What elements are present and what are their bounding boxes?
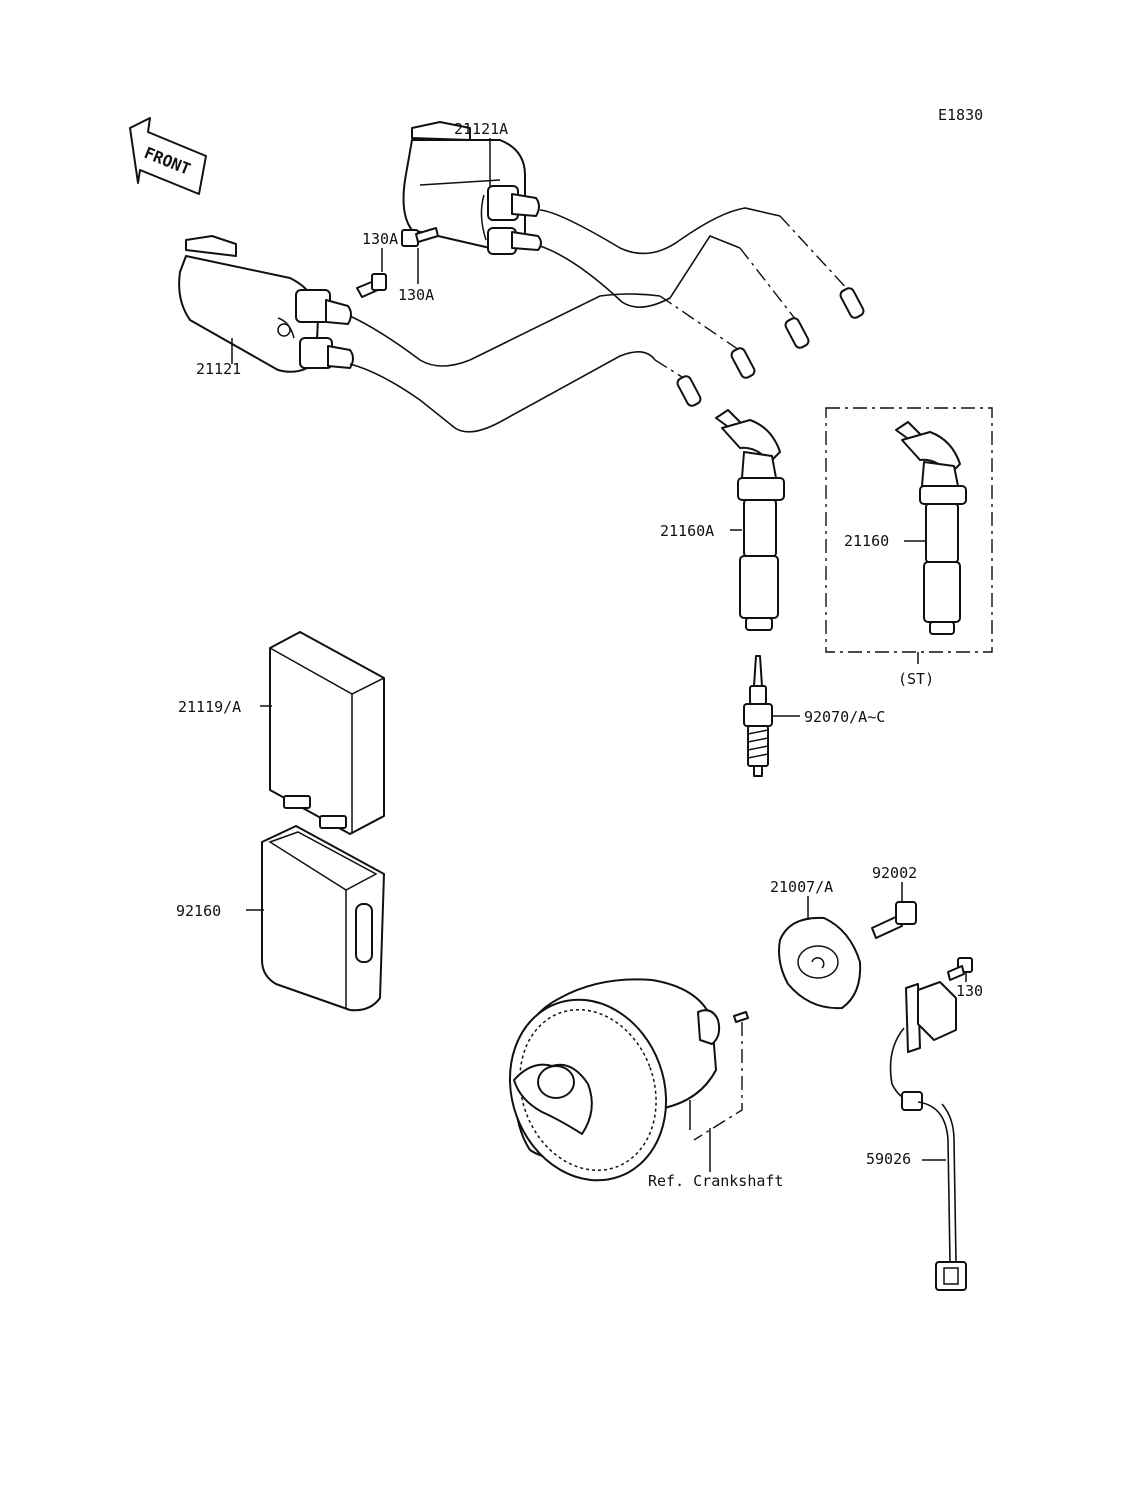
ignition-coil-rear [402, 121, 542, 255]
igniter-unit-icon [269, 631, 385, 835]
callout-21007A: 21007/A [770, 878, 833, 896]
callout-92160: 92160 [176, 902, 221, 920]
callout-130A-upper: 130A [362, 230, 398, 248]
bolt-icon [401, 227, 439, 247]
figure-code: E1830 [938, 106, 983, 124]
bolt-icon [356, 273, 387, 298]
ignition-coil-front [178, 235, 354, 373]
pickup-coil-icon [889, 981, 967, 1291]
bolt-icon [947, 957, 973, 981]
callout-21160: 21160 [844, 532, 889, 550]
igniter-case [261, 825, 385, 1012]
timing-plate [778, 916, 862, 1010]
bolt-icon [871, 901, 917, 939]
callout-21160A: 21160A [660, 522, 714, 540]
callout-130: 130 [956, 982, 983, 1000]
callout-21121A: 21121A [454, 120, 508, 138]
callout-130A-lower: 130A [398, 286, 434, 304]
callout-crankshaft-ref: Ref. Crankshaft [648, 1172, 783, 1190]
st-variant-box [825, 407, 993, 653]
callout-59026: 59026 [866, 1150, 911, 1168]
high-tension-leads [349, 207, 865, 433]
spark-plug-cap-icon [895, 421, 967, 635]
spark-plug-cap-icon [715, 409, 785, 631]
rotor-icon [508, 978, 721, 1182]
callout-21119A: 21119/A [178, 698, 241, 716]
front-arrow-icon: FRONT [129, 117, 207, 195]
callout-92002: 92002 [872, 864, 917, 882]
spark-plug-icon [743, 655, 773, 777]
callout-92070: 92070/A~C [804, 708, 885, 726]
callout-21121: 21121 [196, 360, 241, 378]
st-variant-label: (ST) [898, 670, 934, 688]
